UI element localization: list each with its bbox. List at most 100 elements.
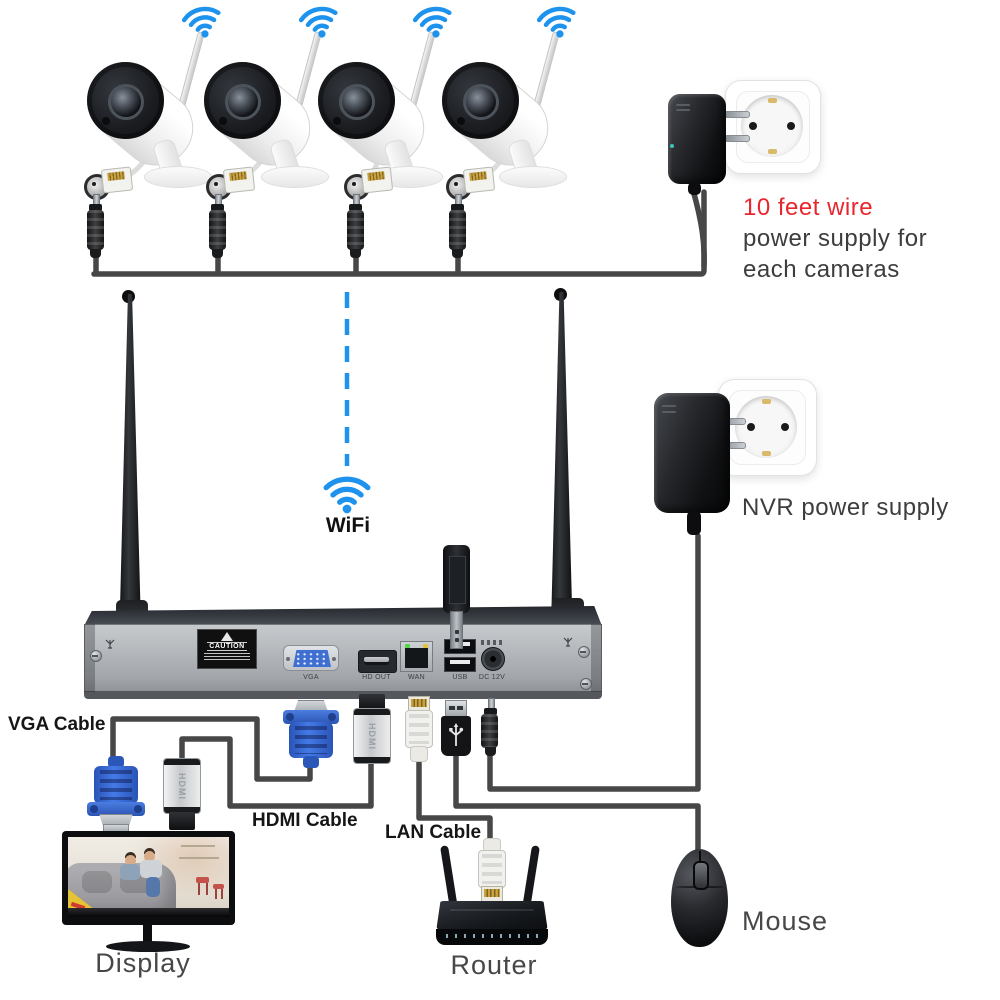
mouse-label: Mouse bbox=[742, 906, 829, 936]
vga-cable-label: VGA Cable bbox=[8, 714, 106, 735]
hdmi-connector-monitor: HDMI bbox=[163, 758, 201, 832]
camera-lens bbox=[463, 84, 499, 120]
wifi-camera-1 bbox=[64, 0, 234, 260]
dc-plug-barrel bbox=[449, 210, 466, 250]
wifi-signal-icon bbox=[298, 6, 338, 38]
camera-power-drops bbox=[93, 244, 461, 275]
dc-plug-collar bbox=[211, 204, 224, 211]
caution-fine-print bbox=[204, 653, 250, 662]
camera-face bbox=[318, 62, 395, 139]
dc-plug-barrel bbox=[347, 210, 364, 250]
dc-plug-nvr bbox=[480, 698, 500, 756]
wifi-signal-icon bbox=[412, 6, 452, 38]
wifi-camera-2 bbox=[181, 0, 351, 260]
camera-power-bus bbox=[91, 189, 707, 277]
usb-socket bbox=[444, 657, 476, 672]
dc-plug-collar bbox=[451, 204, 464, 211]
nvr-bottom-edge bbox=[84, 691, 602, 699]
monitor-base bbox=[106, 941, 190, 952]
camera-rj45-socket bbox=[462, 166, 496, 194]
nvr-power-label: NVR power supply bbox=[742, 494, 949, 521]
dc-plug-taper bbox=[452, 249, 463, 258]
wifi-label: WiFi bbox=[325, 514, 371, 537]
socket-hole bbox=[749, 122, 757, 130]
note-line: power supply for bbox=[743, 225, 928, 252]
vga-connector-nvr bbox=[283, 700, 339, 768]
camera-face bbox=[442, 62, 519, 139]
mouse-usb-cable-path bbox=[453, 741, 701, 853]
mouse-scroll-wheel bbox=[693, 861, 709, 890]
hdmi-marking: HDMI bbox=[367, 722, 377, 750]
caution-text: CAUTION bbox=[207, 642, 247, 651]
dc-plug-collar bbox=[89, 204, 102, 211]
camera-ir-dot bbox=[457, 117, 465, 125]
socket-clip bbox=[768, 98, 777, 103]
camera-adapter-cord bbox=[690, 187, 707, 269]
note-line-red: 10 feet wire bbox=[743, 194, 874, 221]
port-label-wan: WAN bbox=[408, 674, 425, 681]
vga-cable-path bbox=[110, 716, 313, 782]
screen-child bbox=[146, 877, 160, 897]
ground-screw bbox=[580, 678, 592, 690]
camera-mount-base bbox=[261, 166, 329, 188]
wifi-camera-3 bbox=[295, 0, 465, 260]
nvr-power-adapter bbox=[654, 393, 730, 513]
display-label: Display bbox=[95, 948, 191, 978]
router-label: Router bbox=[450, 950, 538, 980]
nvr-power-cable-path bbox=[487, 533, 701, 792]
antenna-symbol-icon bbox=[563, 637, 573, 647]
warning-triangle-icon bbox=[221, 632, 233, 641]
caution-sticker: CAUTION bbox=[197, 629, 257, 669]
dc-plug-barrel bbox=[209, 210, 226, 250]
router-body bbox=[436, 901, 548, 932]
vga-port-pins bbox=[293, 650, 331, 667]
monitor-glass-strip bbox=[68, 908, 229, 917]
lan-connector-nvr bbox=[404, 696, 434, 764]
usb-trident-icon bbox=[449, 723, 464, 746]
adapter-strain-relief bbox=[688, 182, 701, 195]
screen-stool bbox=[196, 877, 209, 883]
wifi-camera-4 bbox=[419, 0, 589, 260]
monitor-screen bbox=[68, 837, 229, 917]
wan-port-hole bbox=[405, 648, 428, 668]
hdmi-cable-path bbox=[179, 736, 374, 809]
hdmi-port bbox=[358, 650, 397, 673]
screen-person bbox=[125, 855, 136, 866]
hdmi-marking: HDMI bbox=[177, 772, 187, 800]
nvr-rear-panel bbox=[84, 624, 602, 692]
nvr-end-cap bbox=[591, 624, 602, 692]
camera-lens bbox=[108, 84, 144, 120]
camera-power-note: 10 feet wire power supply for each camer… bbox=[743, 192, 927, 285]
screen-person bbox=[144, 851, 155, 862]
camera-ir-dot bbox=[219, 117, 227, 125]
camera-mount-base bbox=[499, 166, 567, 188]
wan-led-amber bbox=[423, 644, 428, 648]
lan-connector-router bbox=[477, 838, 507, 906]
socket-hole bbox=[787, 122, 795, 130]
dc-plug-taper bbox=[212, 249, 223, 258]
dc-plug-collar bbox=[349, 204, 362, 211]
antenna-symbol-icon bbox=[105, 639, 115, 649]
vga-port bbox=[283, 645, 339, 671]
adapter-strain-relief bbox=[687, 511, 701, 535]
dongle-usb-stem bbox=[450, 611, 463, 649]
lan-cable-label: LAN Cable bbox=[385, 822, 482, 843]
usb-plug-mouse bbox=[441, 700, 471, 756]
socket-clip bbox=[768, 149, 777, 154]
port-label-vga: VGA bbox=[303, 674, 319, 681]
dc-plug-taper bbox=[90, 249, 101, 258]
socket-hole bbox=[747, 423, 755, 431]
wan-led-green bbox=[405, 644, 410, 648]
wan-port bbox=[400, 641, 433, 672]
port-label-dc: DC 12V bbox=[478, 674, 506, 681]
socket-clip bbox=[762, 399, 771, 404]
nvr-top-face bbox=[84, 606, 602, 626]
dc-12v-jack bbox=[481, 647, 505, 671]
camera-ir-dot bbox=[333, 117, 341, 125]
wifi-signal-icon bbox=[181, 6, 221, 38]
port-label-hdout: HD OUT bbox=[362, 674, 391, 681]
panel-screw bbox=[578, 646, 590, 658]
socket-hole bbox=[781, 423, 789, 431]
